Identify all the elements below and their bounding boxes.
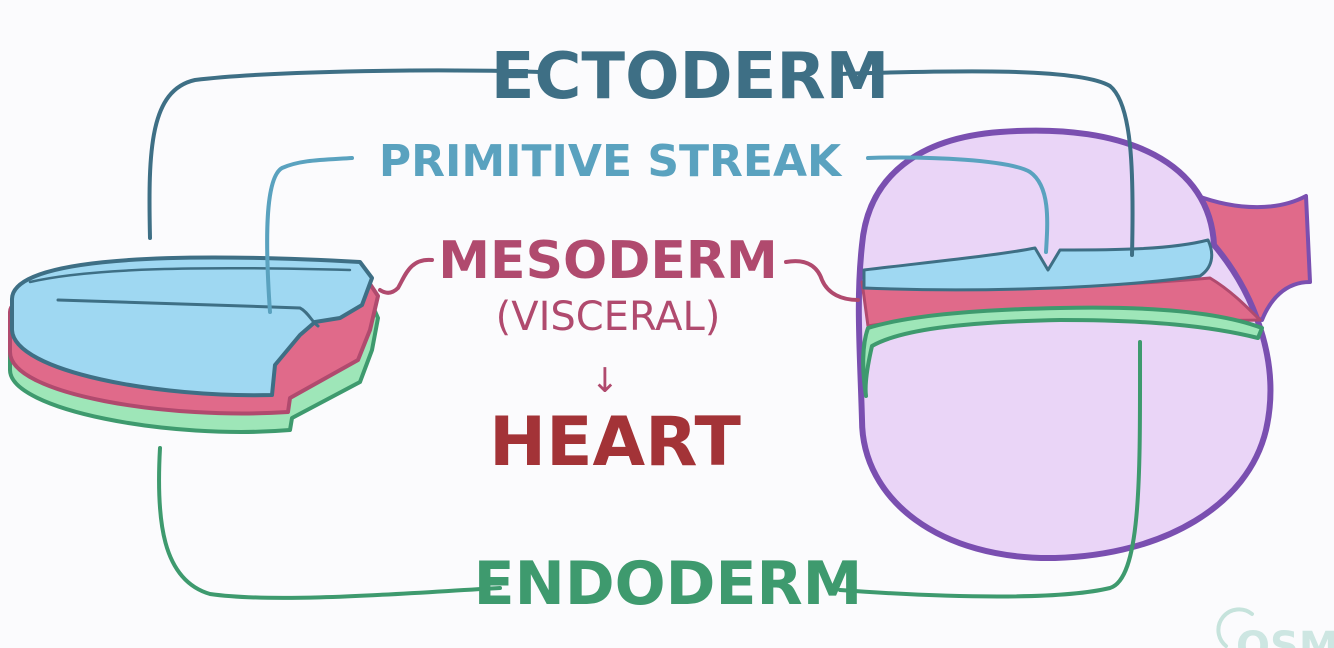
mesoderm-label: MESODERM (438, 231, 777, 291)
down-arrow: ↓ (591, 361, 620, 401)
mesoderm-leader-right (786, 261, 858, 300)
embryo-cross-section (859, 131, 1310, 558)
heart-label: HEART (489, 403, 741, 482)
primitive-streak-label: PRIMITIVE STREAK (379, 136, 843, 187)
yolk-sac-outline (859, 131, 1271, 558)
mesoderm-leader-left (380, 260, 432, 293)
visceral-label: (VISCERAL) (496, 294, 721, 340)
trilaminar-disc (10, 258, 378, 432)
endoderm-label: ENDODERM (474, 549, 863, 619)
osmosis-watermark: OSMO (1218, 609, 1334, 648)
watermark-text: OSMO (1236, 624, 1334, 648)
ectoderm-label: ECTODERM (491, 40, 890, 114)
endoderm-leader-left (159, 448, 500, 598)
